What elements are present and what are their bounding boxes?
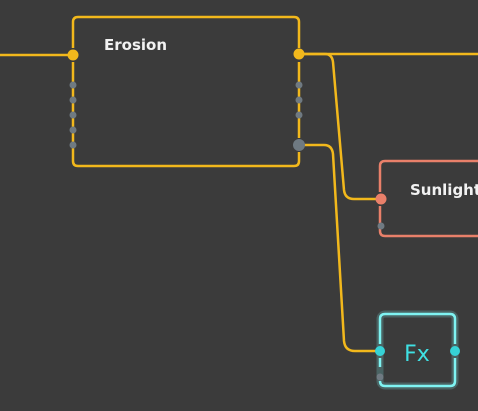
sunlight-input-port-2[interactable] (377, 222, 385, 230)
wire-erosion-to-sunlight[interactable] (299, 52, 381, 201)
sunlight-input-port-main[interactable] (375, 193, 387, 205)
erosion-node-title: Erosion (104, 36, 167, 54)
fx-output-port-main[interactable] (450, 346, 460, 356)
wire-erosion-to-fx[interactable] (299, 143, 379, 353)
erosion-input-port-4[interactable] (69, 111, 77, 119)
erosion-output-port-2[interactable] (295, 81, 303, 89)
fx-input-port-2[interactable] (376, 373, 384, 381)
erosion-input-port-3[interactable] (69, 96, 77, 104)
fx-input-port-main[interactable] (375, 346, 385, 356)
erosion-input-port-2[interactable] (69, 81, 77, 89)
erosion-input-port-main[interactable] (67, 49, 79, 61)
erosion-input-port-6[interactable] (69, 141, 77, 149)
erosion-output-port-secondary[interactable] (293, 139, 305, 151)
sunlight-node-title: Sunlight (410, 181, 478, 199)
fx-node[interactable]: Fx (375, 310, 460, 390)
sunlight-node-frame (378, 159, 478, 238)
sunlight-node[interactable]: Sunlight (375, 159, 478, 238)
erosion-input-port-5[interactable] (69, 126, 77, 134)
fx-node-frame (378, 312, 457, 388)
erosion-node[interactable]: Erosion (67, 15, 306, 168)
fx-node-label: Fx (404, 342, 430, 367)
erosion-output-port-4[interactable] (295, 111, 303, 119)
erosion-output-port-main[interactable] (293, 48, 305, 60)
erosion-output-port-3[interactable] (295, 96, 303, 104)
